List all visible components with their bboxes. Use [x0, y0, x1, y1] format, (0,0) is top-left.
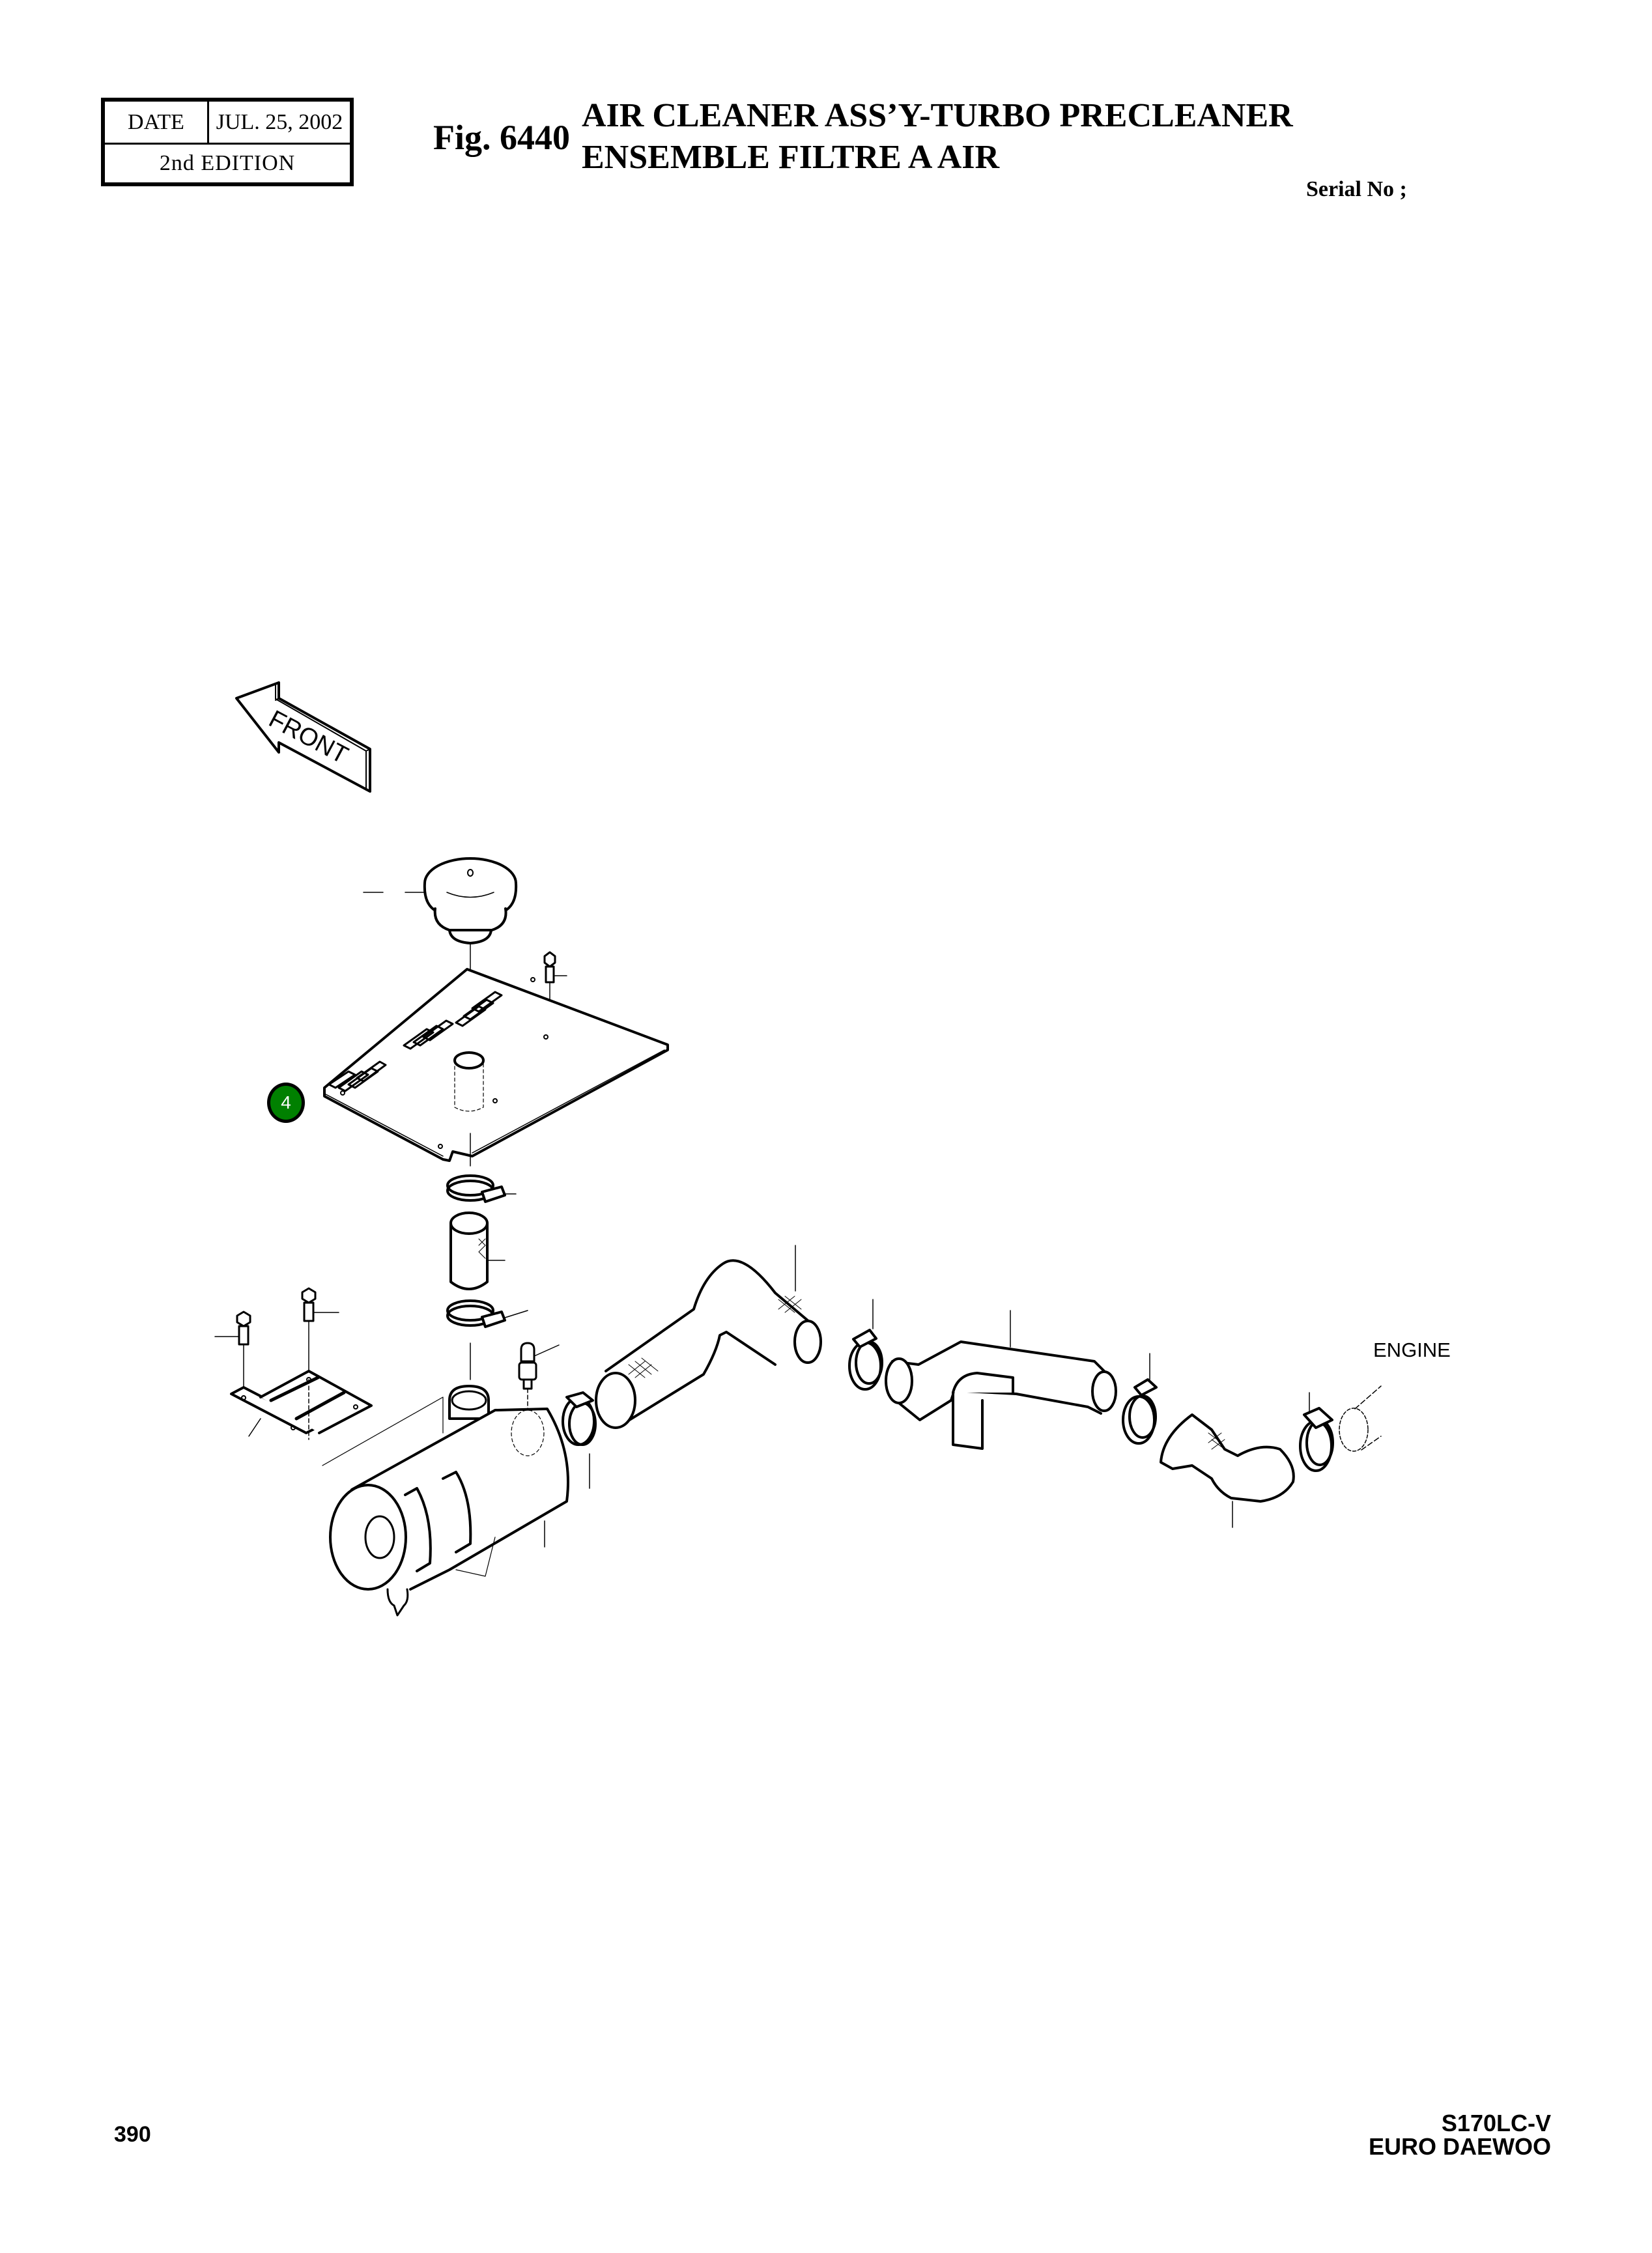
hose-clamp-middle-1 [848, 1299, 883, 1391]
precleaner-cap [363, 857, 518, 1056]
plate-bolt [543, 951, 567, 1036]
engine-inlet-phantom [1339, 1385, 1382, 1452]
page-title-english: AIR CLEANER ASS’Y-TURBO PRECLEANER [582, 97, 1293, 134]
model-brand-block: S170LC-V EURO DAEWOO [1369, 2112, 1551, 2159]
air-cleaner-body [322, 1385, 569, 1617]
serial-number-label: Serial No ; [1306, 177, 1407, 201]
hose-clamp-upper [446, 1174, 517, 1203]
bracket-bolts [214, 1287, 339, 1395]
page-title-french: ENSEMBLE FILTRE A AIR [582, 139, 1000, 176]
intake-hose-bent [595, 1245, 822, 1429]
hose-clamp-middle-2 [1122, 1353, 1158, 1445]
front-arrow-icon: FRONT [235, 681, 371, 793]
hose-clamp-lower [446, 1299, 528, 1380]
hose-clamp-outlet [562, 1391, 597, 1489]
intake-pipe [885, 1310, 1117, 1450]
mounting-bracket [230, 1370, 373, 1440]
date-row: DATE JUL. 25, 2002 [105, 102, 350, 145]
date-value: JUL. 25, 2002 [216, 109, 343, 134]
callout-marker-4[interactable]: 4 [267, 1083, 305, 1123]
short-hose [449, 1212, 506, 1290]
edition-label: 2nd EDITION [159, 151, 296, 175]
elbow-hose [1160, 1413, 1295, 1528]
brand-name: EURO DAEWOO [1368, 2133, 1551, 2160]
restriction-indicator [518, 1342, 560, 1437]
callout-marker-number: 4 [281, 1092, 291, 1112]
date-label: DATE [105, 102, 209, 143]
model-name: S170LC-V [1441, 2110, 1551, 2136]
figure-number: Fig. 6440 [433, 118, 570, 157]
page-number: 390 [114, 2122, 151, 2147]
hose-clamp-engine [1299, 1392, 1334, 1472]
mounting-plate [323, 968, 669, 1167]
date-edition-box: DATE JUL. 25, 2002 2nd EDITION [101, 98, 354, 186]
engine-label: ENGINE [1373, 1339, 1451, 1361]
